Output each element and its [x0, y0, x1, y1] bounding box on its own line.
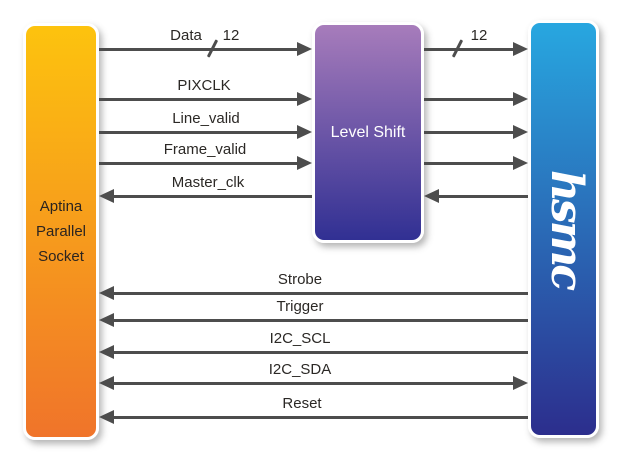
arrowhead-right-icon — [297, 92, 312, 106]
arrowhead-right-icon — [513, 156, 528, 170]
arrowhead-left-icon — [99, 286, 114, 300]
arrowhead-right-icon — [297, 42, 312, 56]
signal-label-strobe: Strobe — [277, 271, 323, 288]
arrowhead-right-icon — [297, 156, 312, 170]
hsmc-logo: hsmc — [540, 169, 592, 289]
signal-label-frame-valid-left: Frame_valid — [163, 141, 247, 158]
signal-label-i2c-scl: I2C_SCL — [269, 330, 331, 347]
bus-width-label-data-left: 12 — [222, 27, 240, 44]
arrowhead-right-icon — [297, 125, 312, 139]
arrowhead-right-icon — [513, 376, 528, 390]
arrowhead-right-icon — [513, 125, 528, 139]
signal-wire-reset — [111, 416, 528, 419]
signal-wire-i2c-scl — [111, 351, 528, 354]
signal-wire-master-clk-right — [436, 195, 528, 198]
signal-wire-i2c-sda — [111, 382, 516, 385]
arrowhead-left-icon — [99, 410, 114, 424]
signal-wire-line-valid-right — [424, 131, 516, 134]
signal-wire-data-left — [99, 48, 300, 51]
signal-wire-trigger — [111, 319, 528, 322]
arrowhead-left-icon — [99, 376, 114, 390]
bus-width-label-data-right: 12 — [470, 27, 488, 44]
signal-wire-frame-valid-left — [99, 162, 300, 165]
arrowhead-right-icon — [513, 42, 528, 56]
signal-wire-pixclk-left — [99, 98, 300, 101]
signal-wire-frame-valid-right — [424, 162, 516, 165]
arrowhead-left-icon — [99, 189, 114, 203]
signal-label-reset: Reset — [282, 395, 322, 412]
signal-label-line-valid-left: Line_valid — [172, 110, 240, 127]
signal-label-master-clk-left: Master_clk — [171, 174, 245, 191]
signal-wire-pixclk-right — [424, 98, 516, 101]
arrowhead-left-icon — [99, 313, 114, 327]
signal-wire-line-valid-left — [99, 131, 300, 134]
signal-label-trigger: Trigger — [276, 298, 324, 315]
signal-label-i2c-sda: I2C_SDA — [268, 361, 332, 378]
hsmc-connector-block: hsmc — [528, 20, 599, 438]
arrowhead-right-icon — [513, 92, 528, 106]
signal-label-pixclk-left: PIXCLK — [177, 77, 231, 94]
level-shift-block: Level Shift — [312, 22, 424, 243]
arrowhead-left-icon — [424, 189, 439, 203]
aptina-parallel-socket-block: Aptina Parallel Socket — [23, 23, 99, 440]
arrowhead-left-icon — [99, 345, 114, 359]
signal-wire-master-clk-left — [111, 195, 312, 198]
signal-wire-data-right — [424, 48, 516, 51]
level-shift-label: Level Shift — [330, 123, 406, 141]
aptina-block-label: Aptina Parallel Socket — [35, 198, 87, 265]
signal-wire-strobe — [111, 292, 528, 295]
signal-label-data-left: Data — [170, 27, 202, 44]
